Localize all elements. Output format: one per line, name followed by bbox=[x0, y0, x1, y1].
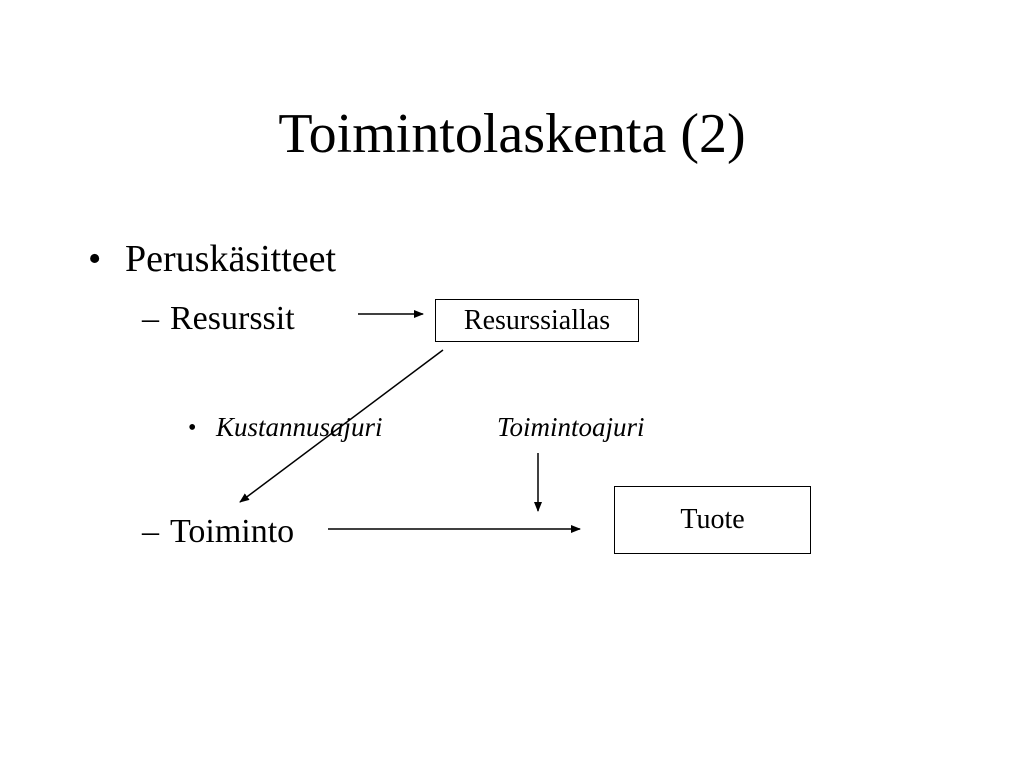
item-toiminto: Toiminto bbox=[170, 513, 295, 550]
bullet-marker: • bbox=[88, 238, 102, 280]
slide-title: Toimintolaskenta (2) bbox=[278, 103, 746, 165]
product-box: Tuote bbox=[614, 486, 811, 554]
dash-marker-resources: – bbox=[142, 300, 159, 337]
dash-marker-activity: – bbox=[142, 513, 159, 550]
item-kustannusajuri: Kustannusajuri bbox=[216, 412, 383, 442]
resource-pool-label: Resurssiallas bbox=[463, 304, 611, 336]
item-resurssit: Resurssit bbox=[170, 300, 295, 337]
bullet-marker-small: • bbox=[188, 415, 197, 441]
bullet-peruskasitteet: Peruskäsitteet bbox=[125, 238, 337, 280]
product-label: Tuote bbox=[680, 504, 745, 535]
item-toimintoajuri: Toimintoajuri bbox=[497, 412, 645, 442]
resource-pool-box: Resurssiallas bbox=[435, 299, 639, 342]
